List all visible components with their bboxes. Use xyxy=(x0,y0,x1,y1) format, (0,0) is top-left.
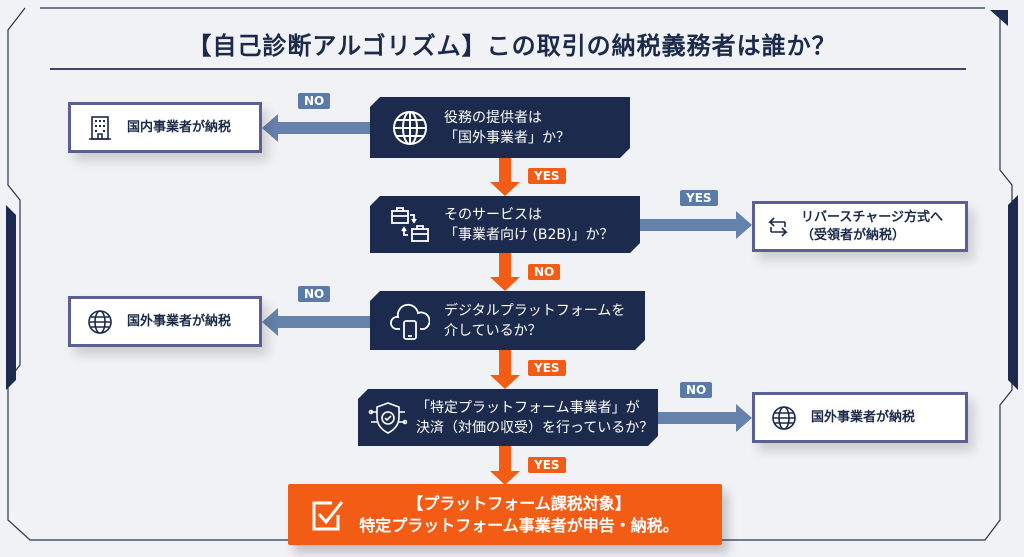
result-text: 国外事業者が納税 xyxy=(127,313,232,329)
question-specified-platform-settlement: 「特定プラットフォーム事業者」が決済（対価の収受）を行っているか？ xyxy=(358,389,658,446)
question-foreign-provider: 役務の提供者は「国外事業者」か？ xyxy=(370,97,630,158)
question-line2: 介しているか？ xyxy=(444,322,542,339)
arrow-no-2 xyxy=(490,253,520,291)
arrow-yes-b2b xyxy=(640,211,752,239)
result-text: 国内事業者が納税 xyxy=(127,119,232,135)
final-result-platform-taxation: 【プラットフォーム課税対象】特定プラットフォーム事業者が申告・納税。 xyxy=(288,484,722,545)
result-domestic-pays: 国内事業者が納税 xyxy=(68,102,262,153)
result-foreign-pays: 国外事業者が納税 xyxy=(68,296,262,347)
label-yes-3: YES xyxy=(528,360,566,376)
globe-icon xyxy=(88,309,112,334)
label-no-3: NO xyxy=(298,286,331,302)
question-line1: 「特定プラットフォーム事業者」が xyxy=(416,399,640,416)
final-line2: 特定プラットフォーム事業者が申告・納税。 xyxy=(359,515,679,535)
result-line2: （受領者が納税） xyxy=(801,227,906,243)
result-reverse-charge: リバースチャージ方式へ （受領者が納税） xyxy=(752,201,968,252)
question-line1: 役務の提供者は xyxy=(444,109,542,126)
briefcase-exchange-icon xyxy=(390,205,430,245)
question-line2: 決済（対価の収受）を行っているか？ xyxy=(416,419,654,436)
title-divider xyxy=(50,68,966,70)
result-foreign-pays-2: 国外事業者が納税 xyxy=(752,392,968,443)
question-b2b: そのサービスは「事業者向け (B2B)」か？ xyxy=(370,196,640,253)
shield-check-icon xyxy=(368,398,408,438)
arrow-yes-3 xyxy=(490,350,520,389)
label-no-4: NO xyxy=(680,382,713,398)
arrow-no-1 xyxy=(262,114,370,142)
label-yes-b2b: YES xyxy=(680,190,718,206)
arrow-yes-1 xyxy=(490,158,520,196)
result-text: 国外事業者が納税 xyxy=(811,409,916,425)
question-line1: デジタルプラットフォームを xyxy=(444,302,626,319)
question-platform: デジタルプラットフォームを介しているか？ xyxy=(370,291,645,350)
globe-icon xyxy=(772,405,796,430)
question-line2: 「事業者向け (B2B)」か？ xyxy=(444,226,614,243)
arrow-yes-4 xyxy=(490,446,520,485)
page-title: 【自己診断アルゴリズム】この取引の納税義務者は誰か？ xyxy=(187,32,837,60)
label-no-2: NO xyxy=(528,264,561,280)
label-no-1: NO xyxy=(298,93,331,109)
final-line1: 【プラットフォーム課税対象】 xyxy=(407,493,631,513)
checkbox-icon xyxy=(312,500,344,530)
globe-icon xyxy=(390,108,430,148)
arrow-no-4 xyxy=(658,404,752,432)
arrow-no-3 xyxy=(262,308,370,336)
result-line1: リバースチャージ方式へ xyxy=(801,209,943,225)
cloud-phone-icon xyxy=(390,301,430,341)
label-yes-4: YES xyxy=(528,457,566,473)
exchange-arrows-icon xyxy=(768,216,788,237)
label-yes-1: YES xyxy=(528,168,566,184)
question-line2: 「国外事業者」か？ xyxy=(444,129,570,146)
question-line1: そのサービスは xyxy=(444,206,542,223)
building-icon xyxy=(89,115,111,140)
